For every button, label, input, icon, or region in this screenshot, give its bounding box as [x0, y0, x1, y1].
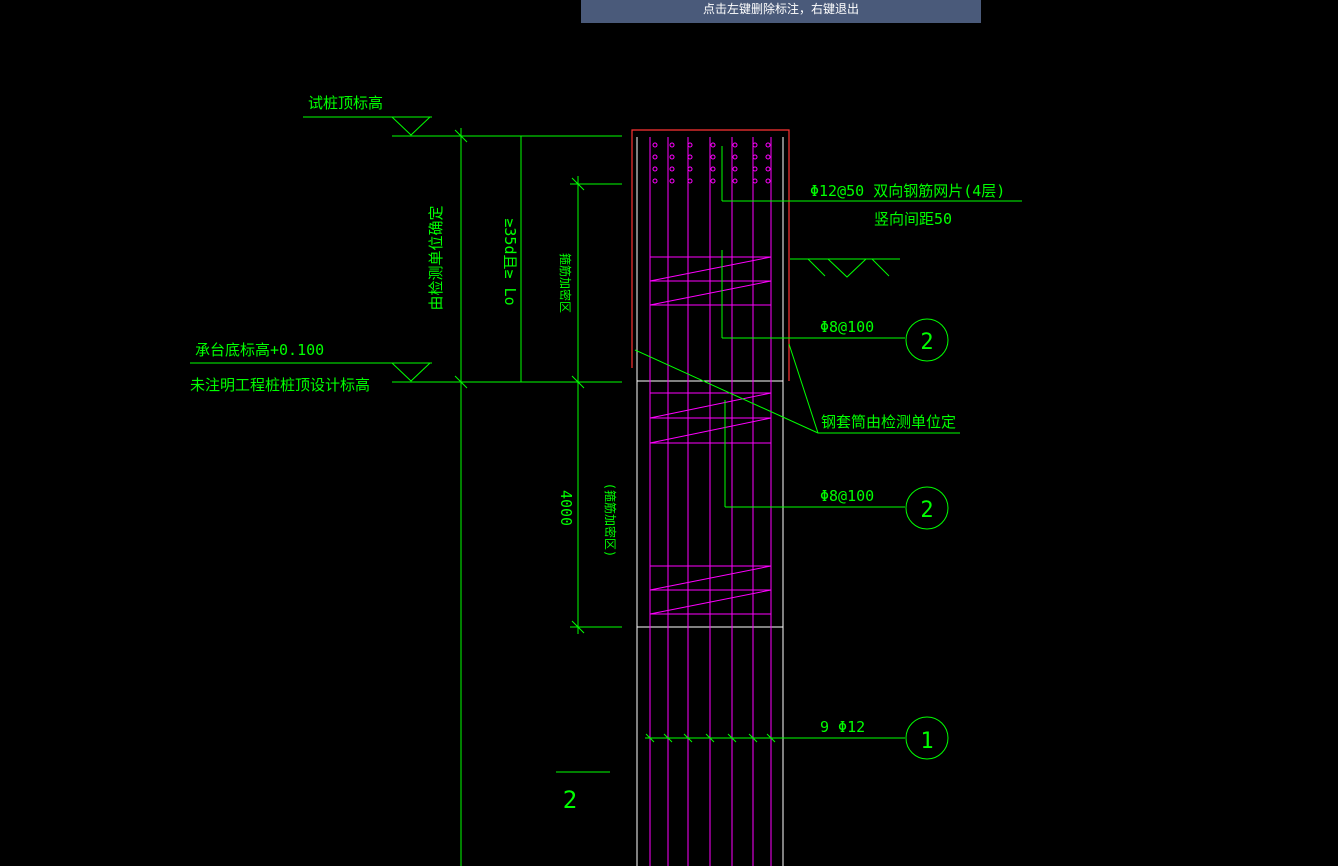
steel-casing [631, 129, 790, 381]
bar-tick [705, 733, 715, 743]
mesh-spacing-label: 竖向间距50 [874, 210, 952, 228]
bar-tick [645, 733, 655, 743]
bar-tick [748, 733, 758, 743]
mesh-dot [732, 154, 738, 160]
rebar-mesh [652, 142, 771, 184]
mesh-dot [732, 166, 738, 172]
mesh-dot [765, 154, 771, 160]
stirrups [649, 256, 772, 615]
mesh-dot [752, 154, 758, 160]
mesh-dot [687, 154, 693, 160]
mesh-dot [752, 166, 758, 172]
mesh-dot [765, 178, 771, 184]
mesh-dot [710, 142, 716, 148]
stirrup-dense-paren-label: (箍筋加密区) [603, 483, 618, 557]
mesh-dot [765, 166, 771, 172]
section-mark-label: 2 [563, 786, 577, 814]
mesh-dot [652, 142, 658, 148]
mesh-dot [752, 178, 758, 184]
command-prompt-bar: 点击左键删除标注，右键退出 [581, 0, 981, 23]
mesh-dot [687, 142, 693, 148]
tag-1: 1 [920, 729, 933, 754]
mesh-dot [752, 142, 758, 148]
mesh-dot [710, 178, 716, 184]
mesh-dot [687, 166, 693, 172]
test-unit-label: 由检测单位确定 [427, 205, 445, 310]
tag-2a: 2 [920, 330, 933, 355]
trial-pile-top-label: 试桩顶标高 [308, 94, 383, 112]
bar-tick [683, 733, 693, 743]
dim-4000-label: 4000 [557, 490, 575, 526]
mesh-dot [710, 166, 716, 172]
mesh-dot [652, 166, 658, 172]
mesh-dot [669, 178, 675, 184]
bar-tick [766, 733, 776, 743]
main-bar-label: 9 Φ12 [820, 718, 865, 736]
mesh-dot [710, 154, 716, 160]
mesh-dot [652, 178, 658, 184]
anchor-length-label: ≥35d且≥ Lo [501, 218, 519, 305]
stirrup-label-2: Φ8@100 [820, 487, 874, 505]
main-rebars [649, 137, 772, 866]
bar-tick [663, 733, 673, 743]
mesh-dot [669, 142, 675, 148]
stirrup-label-1: Φ8@100 [820, 318, 874, 336]
mesh-dot [652, 154, 658, 160]
stirrup-dense-label: 箍筋加密区 [558, 253, 573, 313]
mesh-dot [669, 166, 675, 172]
mesh-dot [732, 178, 738, 184]
tag-2b: 2 [920, 498, 933, 523]
bar-tick [727, 733, 737, 743]
pile-top-note: 未注明工程桩桩顶设计标高 [190, 376, 370, 394]
dimension-lines [190, 116, 1022, 866]
mesh-label: Φ12@50 双向钢筋网片(4层) [810, 182, 1005, 200]
mesh-dot [669, 154, 675, 160]
mesh-dot [732, 142, 738, 148]
mesh-dot [687, 178, 693, 184]
cap-bottom-label: 承台底标高+0.100 [195, 341, 324, 359]
main-bar-ticks [645, 733, 776, 743]
casing-note: 钢套筒由检测单位定 [821, 413, 956, 431]
mesh-dot [765, 142, 771, 148]
